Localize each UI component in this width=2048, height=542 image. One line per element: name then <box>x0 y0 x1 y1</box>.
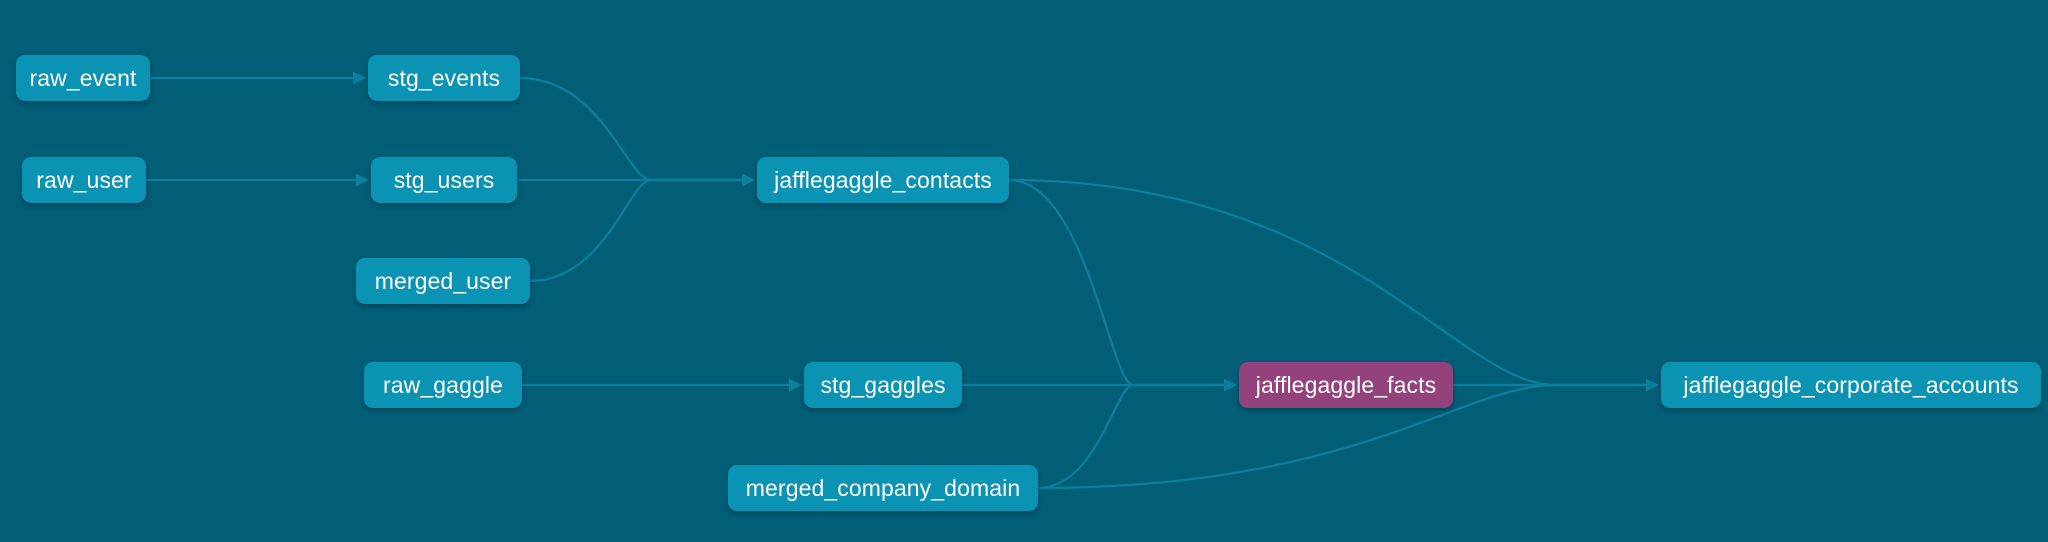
graph-node-label: stg_users <box>393 166 495 193</box>
graph-node-stg_users[interactable]: stg_users <box>371 157 517 203</box>
graph-edge-arrowhead-stg_events <box>353 71 366 85</box>
graph-edge-arrowhead-jafflegaggle_contacts <box>742 173 755 187</box>
graph-node-label: merged_company_domain <box>745 474 1021 501</box>
graph-node-label: merged_user <box>374 267 512 294</box>
graph-edge-jafflegaggle_contacts-to-jafflegaggle_facts <box>1007 178 1230 387</box>
graph-node-stg_gaggles[interactable]: stg_gaggles <box>804 362 962 408</box>
graph-edge-arrowhead-stg_gaggles <box>789 378 802 392</box>
graph-edge-arrowhead-jafflegaggle_corporate_accounts <box>1646 378 1659 392</box>
graph-edge-jafflegaggle_contacts-to-jafflegaggle_corporate_accounts <box>1007 178 1652 387</box>
graph-node-label: raw_event <box>29 64 137 91</box>
graph-node-label: jafflegaggle_contacts <box>774 166 992 193</box>
graph-node-jafflegaggle_corporate_accounts[interactable]: jafflegaggle_corporate_accounts <box>1661 362 2041 408</box>
graph-node-merged_company_domain[interactable]: merged_company_domain <box>728 465 1038 511</box>
graph-node-jafflegaggle_facts[interactable]: jafflegaggle_facts <box>1239 362 1453 408</box>
graph-node-label: stg_events <box>387 64 501 91</box>
graph-node-raw_user[interactable]: raw_user <box>22 157 146 203</box>
graph-node-label: jafflegaggle_corporate_accounts <box>1683 371 2019 398</box>
graph-edge-merged_company_domain-to-jafflegaggle_facts <box>1036 383 1230 490</box>
graph-node-jafflegaggle_contacts[interactable]: jafflegaggle_contacts <box>757 157 1009 203</box>
graph-node-raw_gaggle[interactable]: raw_gaggle <box>364 362 522 408</box>
graph-node-label: stg_gaggles <box>820 371 946 398</box>
graph-node-label: raw_user <box>36 166 132 193</box>
graph-edge-stg_events-to-jafflegaggle_contacts <box>518 76 748 182</box>
graph-edge-merged_user-to-jafflegaggle_contacts <box>528 178 748 283</box>
graph-edge-arrowhead-stg_users <box>356 173 369 187</box>
graph-node-merged_user[interactable]: merged_user <box>356 258 530 304</box>
graph-node-label: raw_gaggle <box>383 371 503 398</box>
graph-node-label: jafflegaggle_facts <box>1255 371 1437 398</box>
graph-node-stg_events[interactable]: stg_events <box>368 55 520 101</box>
graph-edge-arrowhead-jafflegaggle_facts <box>1224 378 1237 392</box>
graph-node-raw_event[interactable]: raw_event <box>16 55 150 101</box>
